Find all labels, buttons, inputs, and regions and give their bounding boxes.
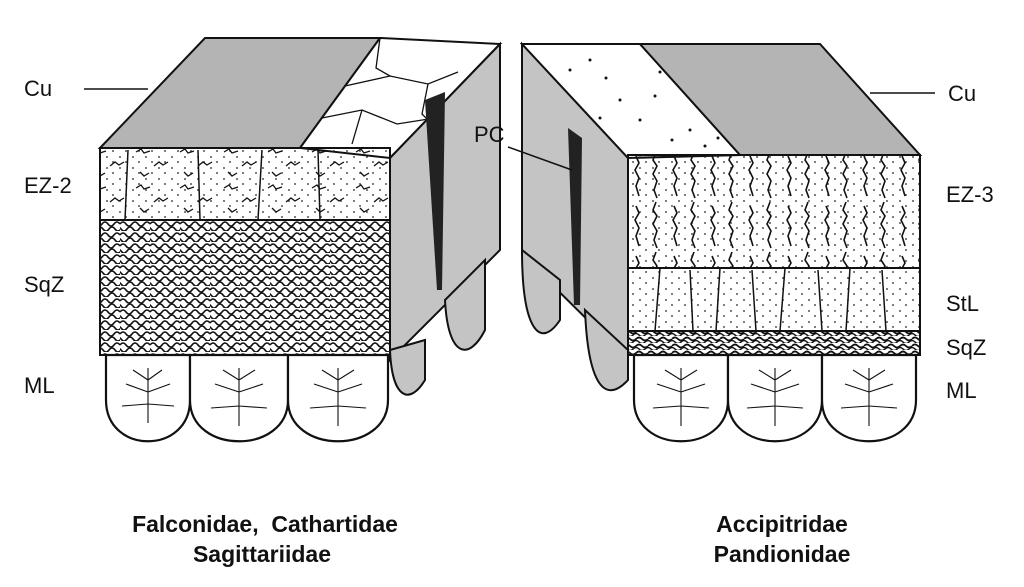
right-caption: Accipitridae Pandionidae [714, 511, 851, 567]
left-cell-plates [321, 37, 459, 145]
right-side-lobe-back [520, 247, 561, 334]
right-labels: Cu EZ-3 StL SqZ ML [870, 81, 994, 403]
right-striated-columns [654, 267, 887, 332]
left-outer-zone-dividers [124, 149, 321, 221]
right-cut-top-speckles [568, 58, 720, 148]
center-label-group: PC [474, 122, 573, 171]
left-medullary-lobes [104, 353, 390, 443]
right-pulp-canal [568, 128, 582, 305]
left-caption: Falconidae, Cathartidae Sagittariidae [132, 511, 398, 567]
left-side-lobe-front [388, 338, 426, 396]
right-caption-line-1: Accipitridae [716, 511, 848, 537]
label-right-ez3: EZ-3 [946, 182, 994, 207]
label-pc: PC [474, 122, 505, 147]
right-block [519, 41, 923, 443]
right-medullary-lobes [632, 353, 918, 443]
label-right-sqz: SqZ [946, 335, 986, 360]
left-block [97, 36, 503, 443]
label-left-ml: ML [24, 373, 55, 398]
right-caption-line-2: Pandionidae [714, 541, 851, 567]
label-left-ez2: EZ-2 [24, 173, 72, 198]
label-right-stl: StL [946, 291, 979, 316]
leader-pc [507, 146, 573, 171]
left-caption-line-2: Sagittariidae [193, 541, 331, 567]
label-left-sqz: SqZ [24, 272, 64, 297]
left-pulp-canal [425, 92, 445, 290]
left-caption-line-1: Falconidae, Cathartidae [132, 511, 398, 537]
left-labels: Cu EZ-2 SqZ ML [24, 76, 148, 398]
label-left-cu: Cu [24, 76, 52, 101]
left-outer-zone-cracks [100, 148, 390, 220]
label-right-cu: Cu [948, 81, 976, 106]
label-right-ml: ML [946, 378, 977, 403]
right-striated-layer [627, 267, 921, 332]
left-side-lobe-back [443, 257, 486, 351]
right-side-lobe-front [583, 307, 629, 392]
